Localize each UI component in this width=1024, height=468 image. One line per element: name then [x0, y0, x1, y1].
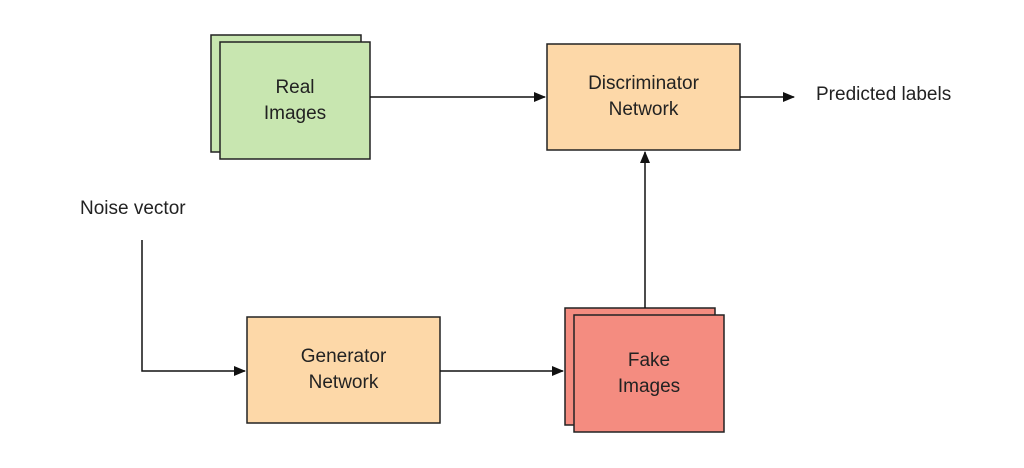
real-images-node-shape: [219, 41, 371, 160]
generator-node-shape: [246, 316, 441, 424]
discriminator-node-shape: [546, 43, 741, 151]
fake-images-node-shape: [573, 314, 725, 433]
edge-noise-to-generator: [141, 240, 246, 376]
